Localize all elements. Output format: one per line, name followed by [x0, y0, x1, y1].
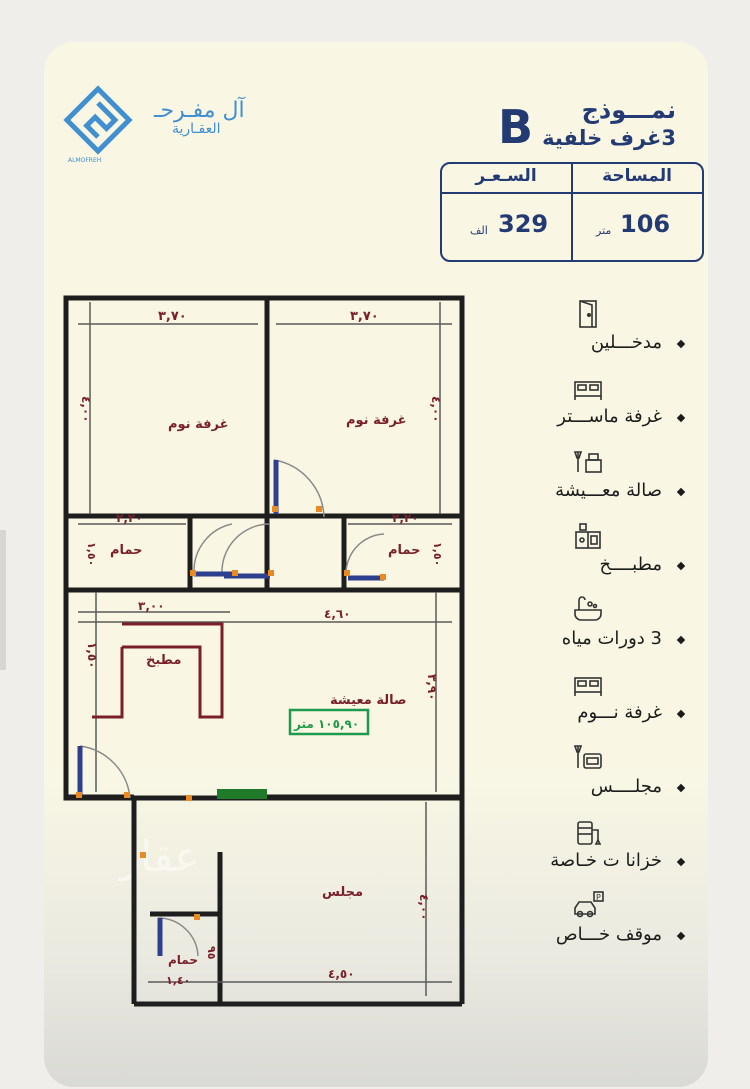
brand-subtitle: العقـارية — [172, 121, 221, 137]
feature-item: P موقف خـــاص — [484, 890, 686, 962]
feature-label: مجلــــس — [590, 776, 662, 797]
feature-item: غرفة نـــوم — [484, 668, 686, 740]
edge-strip — [0, 530, 6, 670]
water-tank-icon — [572, 816, 604, 848]
bullet-icon — [676, 635, 686, 645]
background-haze — [44, 767, 708, 1087]
area-box — [288, 708, 370, 736]
feature-item: 3 دورات مياه — [484, 594, 686, 666]
bullet-icon — [676, 709, 686, 719]
bed-icon — [572, 372, 604, 404]
bullet-icon — [676, 339, 686, 349]
dimension-label: ٤,٠٠ — [429, 396, 443, 423]
door-icon — [572, 298, 604, 330]
model-title: نمـــوذج — [581, 96, 676, 124]
table-divider — [571, 164, 573, 260]
bullet-icon — [676, 931, 686, 941]
bedroom-label: غرفة نوم — [168, 417, 228, 432]
bathtub-icon — [572, 594, 604, 626]
bathroom-label: حمام — [110, 543, 143, 558]
dimension-label: ١,٥٠ — [431, 542, 444, 566]
armchair-icon — [572, 742, 604, 774]
feature-item: صالة معـــيشة — [484, 446, 686, 518]
bullet-icon — [676, 561, 686, 571]
kitchen-icon — [572, 520, 604, 552]
bullet-icon — [676, 857, 686, 867]
model-letter: B — [498, 100, 534, 154]
dimension-label: ٤,٥٠ — [328, 967, 355, 981]
bedroom-label: غرفة نوم — [346, 413, 406, 428]
brand-latin: ALMOFREH — [68, 157, 101, 164]
feature-item: خزانا ت خـاصة — [484, 816, 686, 888]
dimension-label: ٤,٠٠ — [79, 396, 93, 423]
info-table: المساحة السـعـر 106 متر 329 الف — [440, 162, 704, 262]
living-room-icon — [572, 446, 604, 478]
dimension-label: ١,٥٠ — [85, 642, 99, 669]
bullet-icon — [676, 487, 686, 497]
bullet-icon — [676, 413, 686, 423]
area-unit: متر — [596, 224, 612, 237]
dimension-label: ٣,٩٠ — [425, 674, 439, 701]
model-subtitle: 3غرف خلفية — [542, 126, 676, 150]
parking-icon: P — [572, 890, 604, 922]
svg-text:P: P — [596, 893, 601, 902]
brand-logo-icon: ALMOFREH — [58, 80, 144, 170]
price-unit: الف — [470, 224, 488, 237]
kitchen-label: مطبخ — [146, 653, 181, 668]
area-label: ١٠٥,٩٠ متر — [293, 717, 359, 731]
dimension-label: ٣,٠٠ — [138, 599, 165, 613]
feature-item: مدخـــلين — [484, 298, 686, 370]
brand-name: آل مفـرحـ — [154, 98, 245, 123]
bed-icon — [572, 668, 604, 700]
area-header: المساحة — [602, 166, 672, 186]
dimension-label: ٣,٧٠ — [350, 309, 379, 324]
bathroom-label: حمام — [388, 543, 421, 558]
feature-label: 3 دورات مياه — [561, 628, 662, 649]
dimension-label: ٩٥ — [205, 946, 218, 960]
dimension-label: ١,٤٠ — [166, 974, 190, 987]
majlis-label: مجلس — [322, 885, 363, 900]
feature-label: غرفة ماســـتر — [557, 406, 662, 427]
feature-label: موقف خـــاص — [555, 924, 662, 945]
feature-label: غرفة نـــوم — [577, 702, 662, 723]
price-value: 329 — [498, 210, 549, 238]
dimension-label: ٤,٦٠ — [324, 607, 351, 621]
feature-label: مدخـــلين — [590, 332, 662, 353]
bathroom-label: حمام — [168, 953, 198, 968]
feature-label: صالة معـــيشة — [555, 480, 662, 501]
feature-item: مطبــــخ — [484, 520, 686, 592]
feature-label: مطبــــخ — [599, 554, 662, 575]
feature-item: مجلــــس — [484, 742, 686, 814]
bullet-icon — [676, 783, 686, 793]
dimension-label: ٢,٢٠ — [116, 511, 143, 525]
floor-plan: غرفة نوم غرفة نوم حمام حمام مطبخ صالة مع… — [62, 292, 472, 1016]
dimension-label: ٣,٧٠ — [158, 309, 187, 324]
dimension-label: ١,٥٠ — [85, 542, 98, 566]
dimension-label: ٢,٢٠ — [392, 511, 419, 525]
living-room-label: صالة معيشة — [330, 693, 407, 708]
listing-card: عقار ALMOFREH آل مفـرحـ العقـارية نمـــو… — [44, 42, 708, 1087]
dimension-label: ٤,٠٠ — [417, 894, 431, 921]
table-divider — [442, 192, 702, 194]
area-value: 106 — [620, 210, 671, 238]
price-header: السـعـر — [475, 166, 537, 186]
feature-label: خزانا ت خـاصة — [550, 850, 662, 871]
feature-item: غرفة ماســـتر — [484, 372, 686, 444]
